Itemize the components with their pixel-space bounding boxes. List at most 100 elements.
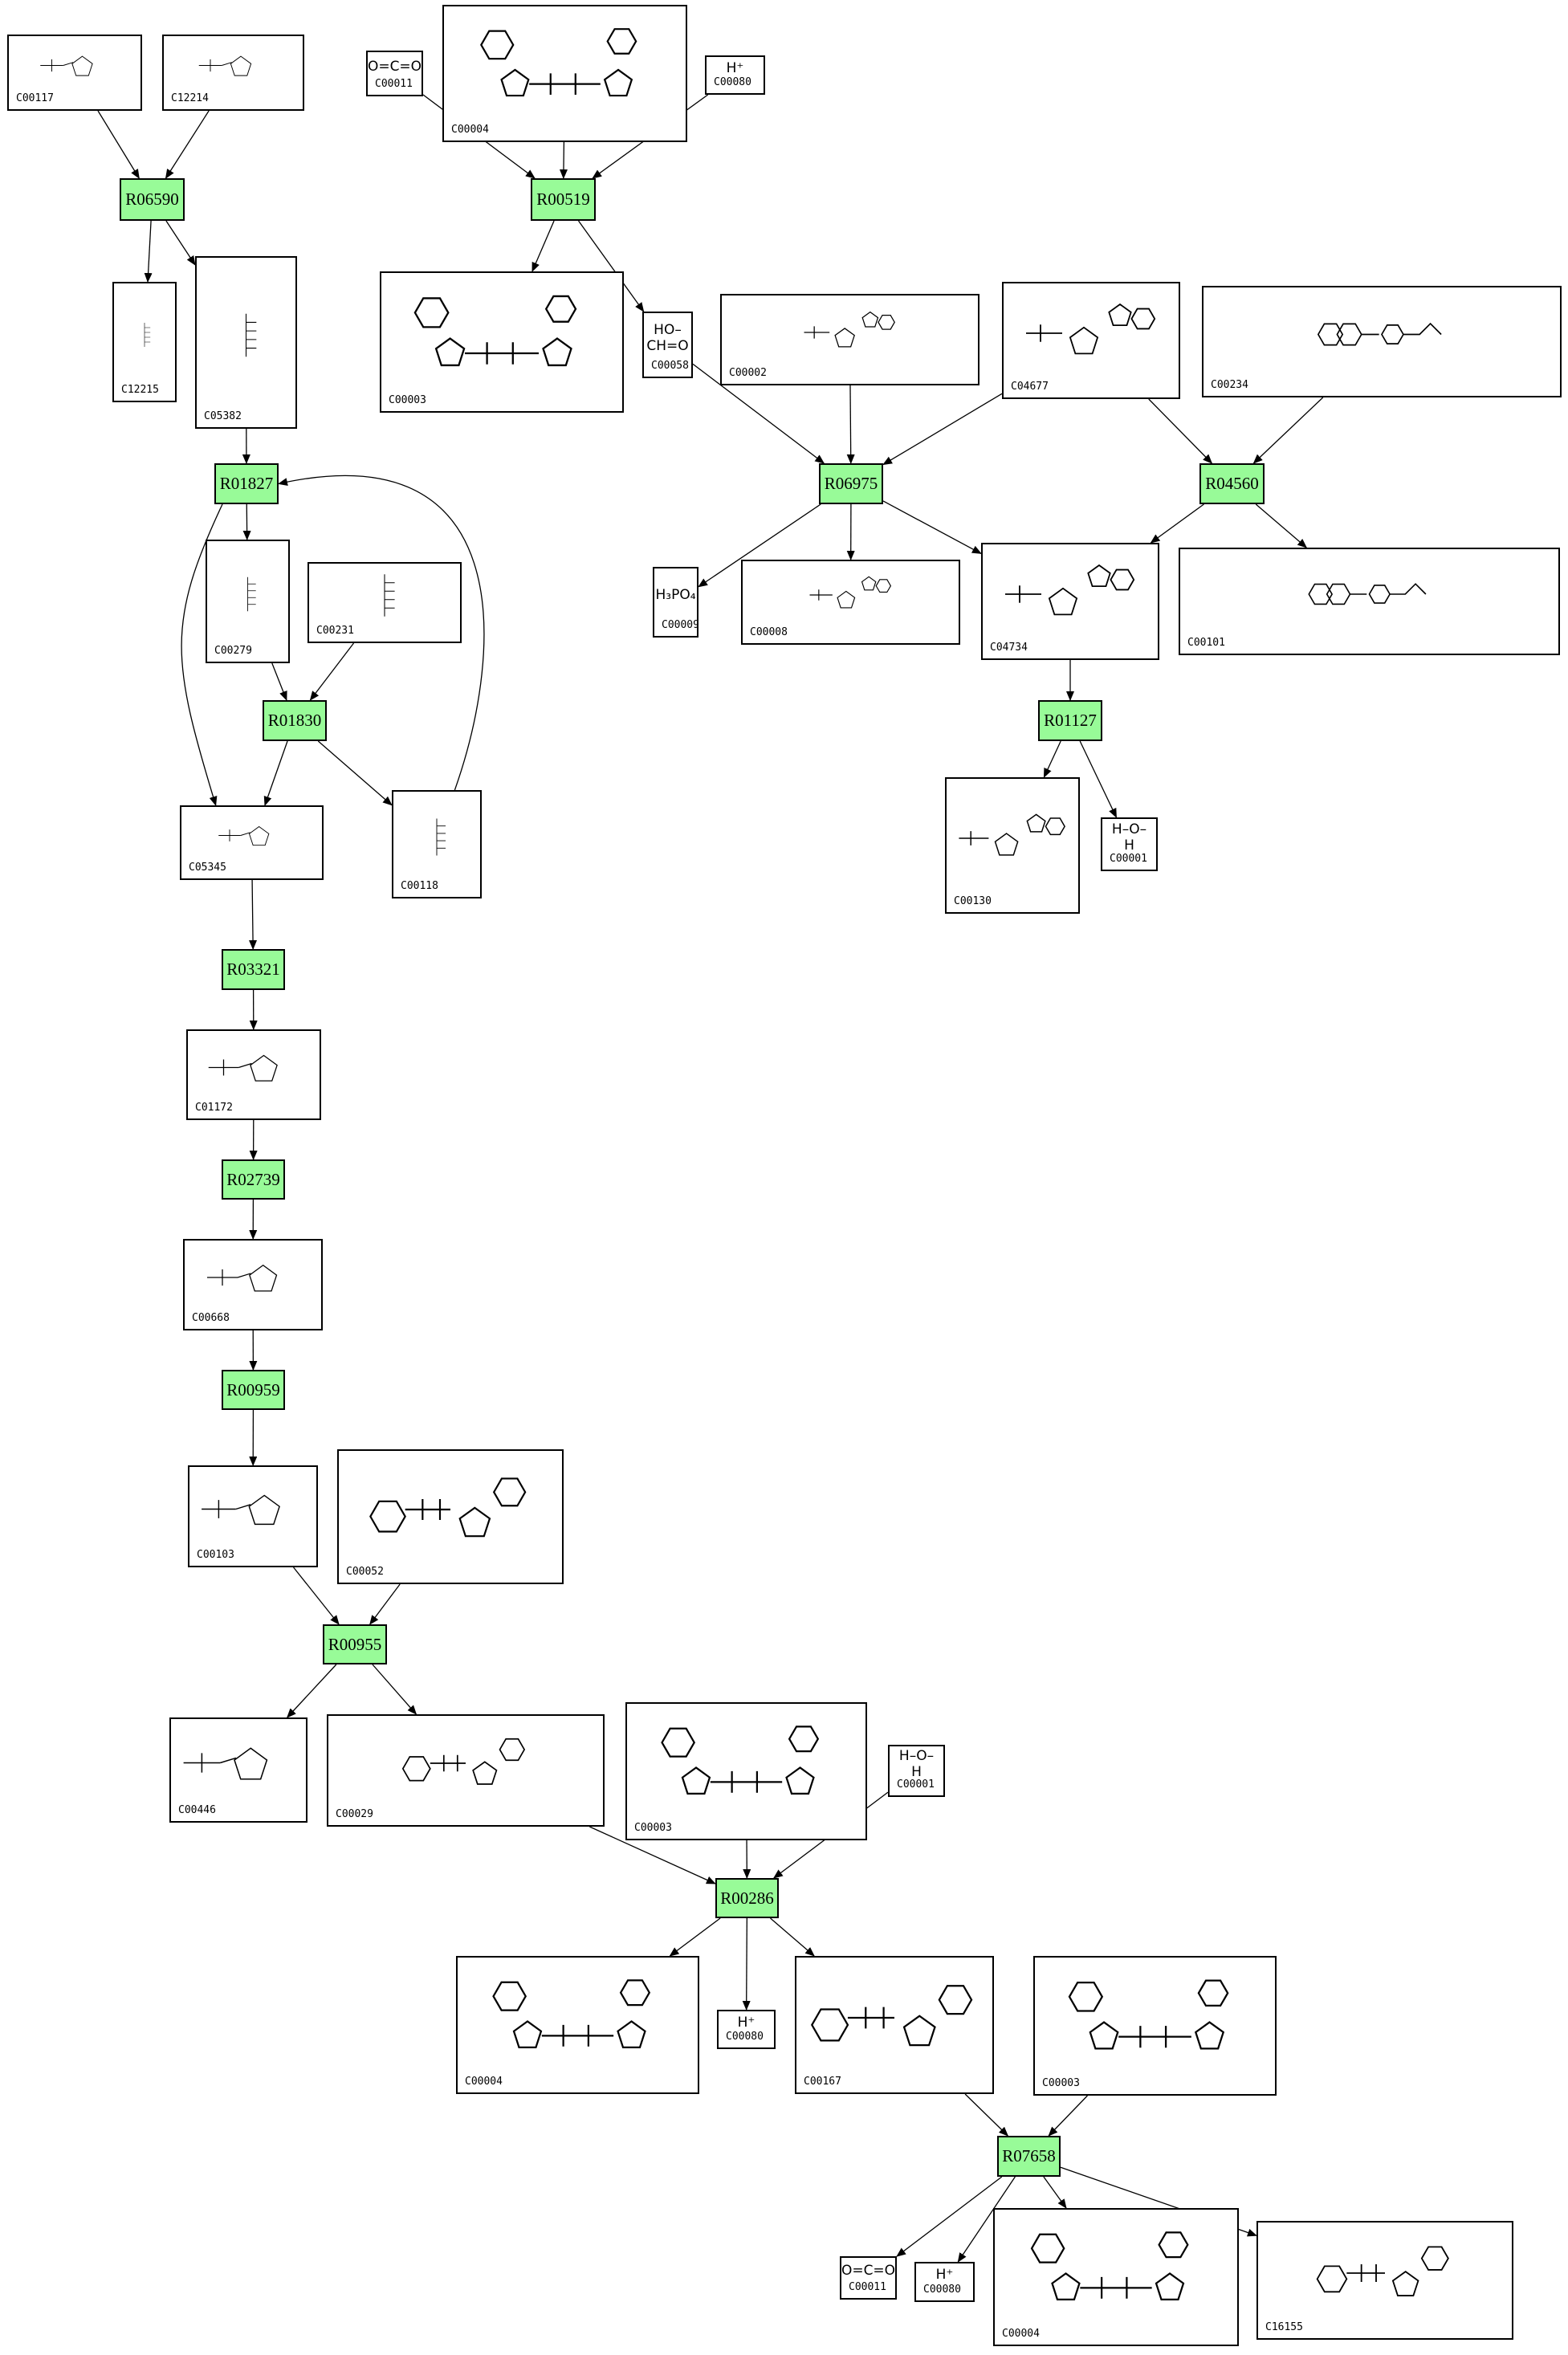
reaction-node-r04560[interactable]: R04560: [1199, 463, 1265, 504]
reaction-node-r07658[interactable]: R07658: [997, 2136, 1061, 2177]
compound-node-c00080[interactable]: H⁺C00080: [717, 2010, 776, 2049]
edge-r00286-to-c00004b: [669, 1917, 721, 1957]
compound-id-label: C16155: [1265, 2321, 1303, 2333]
structure-drawing: [218, 825, 270, 846]
edge-r00286-to-c00167: [770, 1917, 815, 1957]
reaction-label: R07658: [1002, 2146, 1056, 2166]
compound-structure: [188, 813, 316, 858]
compound-node-c00103[interactable]: C00103: [188, 1465, 318, 1567]
compound-structure: HO–CH=O: [646, 321, 689, 354]
reaction-node-r00286[interactable]: R00286: [715, 1878, 779, 1918]
reaction-label: R03321: [226, 960, 280, 979]
edge-c00003c-to-r07658: [1048, 2095, 1088, 2137]
structure-drawing: [1030, 2231, 1189, 2300]
compound-node-c00668[interactable]: C00668: [183, 1239, 323, 1330]
compound-id-label: C00003: [1042, 2077, 1080, 2089]
compound-node-c00118[interactable]: C00118: [392, 790, 482, 898]
structure-drawing: [1317, 322, 1442, 346]
edge-r00955-to-c00029: [372, 1664, 417, 1715]
compound-structure: [1187, 556, 1552, 633]
edge-c00103-to-r00955: [293, 1567, 340, 1625]
compound-id-label: C00103: [197, 1549, 234, 1561]
compound-node-c00234[interactable]: C00234: [1202, 286, 1562, 397]
compound-id-label: C01172: [195, 1102, 233, 1114]
compound-node-c04734[interactable]: C04734: [981, 543, 1159, 660]
reaction-node-r01127[interactable]: R01127: [1038, 700, 1102, 741]
structure-drawing: [1308, 583, 1427, 605]
compound-node-c16155[interactable]: C16155: [1256, 2221, 1513, 2340]
reaction-node-r03321[interactable]: R03321: [222, 949, 285, 990]
compound-id-label: C00101: [1187, 637, 1225, 649]
compound-node-c00004[interactable]: C00004: [442, 5, 687, 142]
compound-node-c05382[interactable]: C05382: [195, 256, 297, 429]
compound-node-c00003[interactable]: C00003: [625, 1702, 867, 1840]
compound-node-c00029[interactable]: C00029: [327, 1714, 605, 1827]
structure-drawing: [202, 1494, 280, 1526]
compound-node-c01172[interactable]: C01172: [186, 1029, 321, 1120]
reaction-node-r06590[interactable]: R06590: [120, 178, 185, 221]
compound-node-c00003[interactable]: C00003: [380, 271, 624, 413]
edge-r00955-to-c00446: [287, 1664, 337, 1718]
compound-structure: [1265, 2229, 1505, 2317]
compound-node-c00279[interactable]: C00279: [206, 540, 290, 663]
edge-c00117-to-r06590: [97, 110, 140, 179]
compound-node-c00231[interactable]: C00231: [307, 562, 462, 643]
compound-id-label: C00003: [389, 394, 426, 406]
structure-drawing: [436, 818, 446, 856]
compound-node-c00101[interactable]: C00101: [1179, 548, 1560, 655]
structure-drawing: [401, 1738, 526, 1785]
compound-node-c00004[interactable]: C00004: [993, 2208, 1239, 2346]
compound-node-c05345[interactable]: C05345: [180, 805, 324, 880]
compound-node-c00080[interactable]: H⁺C00080: [914, 2262, 975, 2302]
reaction-label: R06590: [125, 189, 179, 209]
compound-structure: H–O–H: [898, 1747, 935, 1780]
compound-node-c00003[interactable]: C00003: [1033, 1956, 1277, 2096]
compound-node-c12215[interactable]: C12215: [112, 282, 177, 402]
reaction-node-r00959[interactable]: R00959: [222, 1370, 285, 1410]
reaction-node-r00519[interactable]: R00519: [531, 178, 596, 221]
compound-id-label: C00052: [346, 1566, 384, 1578]
compound-node-c12214[interactable]: C12214: [162, 35, 304, 111]
compound-node-c00446[interactable]: C00446: [169, 1717, 307, 1823]
edge-c00118-to-r01827: [278, 475, 485, 791]
edge-c00231-to-r01830: [309, 642, 355, 701]
compound-id-label: C00167: [804, 2076, 841, 2088]
edge-r06590-to-c12215: [144, 220, 153, 283]
edge-c00279-to-r01830: [271, 662, 287, 701]
compound-id-label: C00008: [750, 626, 788, 638]
compound-structure: [1041, 1964, 1269, 2073]
edge-r01127-to-c00001a: [1079, 740, 1118, 818]
compound-node-c00004[interactable]: C00004: [456, 1956, 699, 2094]
compound-node-c00167[interactable]: C00167: [795, 1956, 994, 2094]
edge-r07658-to-c00011b: [896, 2176, 1003, 2257]
reaction-node-r00955[interactable]: R00955: [323, 1624, 387, 1664]
edge-r04560-to-c00101: [1255, 503, 1308, 548]
compound-structure: [728, 302, 971, 363]
reaction-node-r01830[interactable]: R01830: [263, 700, 327, 741]
compound-node-c00130[interactable]: C00130: [945, 777, 1080, 914]
compound-structure: [388, 279, 616, 390]
compound-node-c04677[interactable]: C04677: [1002, 282, 1180, 399]
reaction-node-r02739[interactable]: R02739: [222, 1159, 285, 1200]
edge-c04677-to-r04560: [1148, 398, 1213, 464]
compound-id-label: C00080: [714, 76, 751, 88]
compound-node-c00008[interactable]: C00008: [741, 560, 960, 645]
reaction-node-r06975[interactable]: R06975: [819, 463, 883, 504]
compound-node-c00052[interactable]: C00052: [337, 1449, 564, 1584]
edge-r01830-to-c00118: [317, 740, 393, 806]
reaction-label: R00955: [328, 1634, 382, 1654]
compound-structure: [1010, 290, 1172, 377]
compound-node-c00002[interactable]: C00002: [720, 294, 979, 385]
compound-node-c00117[interactable]: C00117: [7, 35, 142, 111]
structure-drawing: [369, 1477, 527, 1538]
compound-id-label: C00080: [726, 2031, 764, 2043]
reaction-node-r01827[interactable]: R01827: [214, 463, 279, 504]
compound-node-c00080[interactable]: H⁺C00080: [705, 55, 765, 95]
edge-r00519-to-c00003a: [531, 220, 555, 272]
